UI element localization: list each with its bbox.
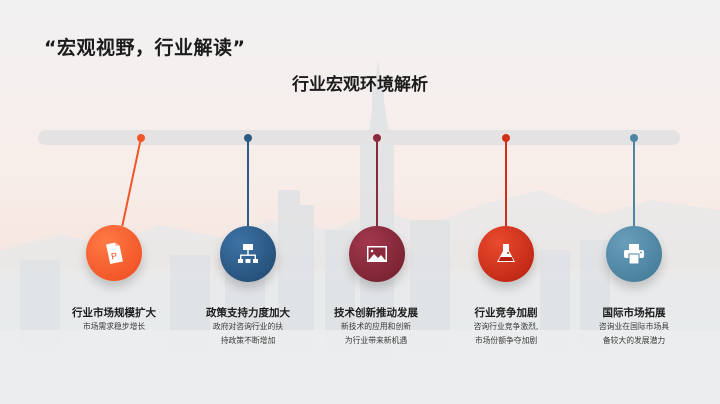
timeline-connector-2 (247, 138, 249, 228)
slide-title: “宏观视野，行业解读” (44, 37, 246, 59)
item-desc-5: 咨询业在国际市场具备较大的发展潜力 (579, 320, 689, 348)
timeline-node-1: P (86, 225, 142, 281)
timeline-track (38, 130, 680, 145)
timeline-node-2 (220, 226, 276, 282)
item-title-3: 技术创新推动发展 (334, 307, 418, 319)
item-desc-line: 为行业带来新机遇 (344, 336, 408, 345)
item-title-2: 政策支持力度加大 (206, 307, 290, 319)
timeline-connector-5 (633, 138, 635, 228)
hierarchy-icon (238, 244, 258, 263)
timeline-connector-3 (376, 138, 378, 228)
timeline-connector-1 (121, 137, 142, 227)
timeline-node-5 (606, 226, 662, 282)
item-desc-line: 咨询业在国际市场具 (598, 322, 670, 331)
item-desc-line: 持政策不断增加 (220, 336, 276, 345)
item-desc-line: 市场份额争夺加剧 (474, 336, 538, 345)
item-desc-2: 政府对咨询行业的扶持政策不断增加 (193, 320, 303, 348)
timeline-marker-1 (137, 134, 145, 142)
item-desc-line: 政府对咨询行业的扶 (212, 322, 284, 331)
item-title-4: 行业竞争加剧 (474, 307, 538, 319)
svg-text:P: P (110, 251, 118, 262)
timeline-marker-5 (630, 134, 638, 142)
item-title-1: 行业市场规模扩大 (72, 307, 156, 319)
timeline-marker-3 (373, 134, 381, 142)
image-icon (367, 246, 387, 262)
item-desc-4: 咨询行业竞争激烈, 市场份额争夺加剧 (451, 320, 561, 348)
printer-icon (624, 244, 644, 265)
timeline-connector-4 (505, 138, 507, 228)
item-desc-line: 新技术的应用和创新 (340, 322, 412, 331)
item-desc-line: 备较大的发展潜力 (602, 336, 666, 345)
slide-subtitle: 行业宏观环境解析 (292, 75, 428, 95)
item-desc-line: 咨询行业竞争激烈, (473, 322, 539, 331)
flask-icon (497, 244, 515, 262)
item-desc-line: 市场需求稳步增长 (82, 322, 146, 331)
item-desc-3: 新技术的应用和创新为行业带来新机遇 (321, 320, 431, 348)
item-desc-1: 市场需求稳步增长 (59, 320, 169, 334)
timeline-marker-2 (244, 134, 252, 142)
document-icon: P (106, 242, 123, 265)
item-title-5: 国际市场拓展 (602, 307, 666, 319)
timeline-marker-4 (502, 134, 510, 142)
timeline-node-3 (349, 226, 405, 282)
timeline-node-4 (478, 226, 534, 282)
